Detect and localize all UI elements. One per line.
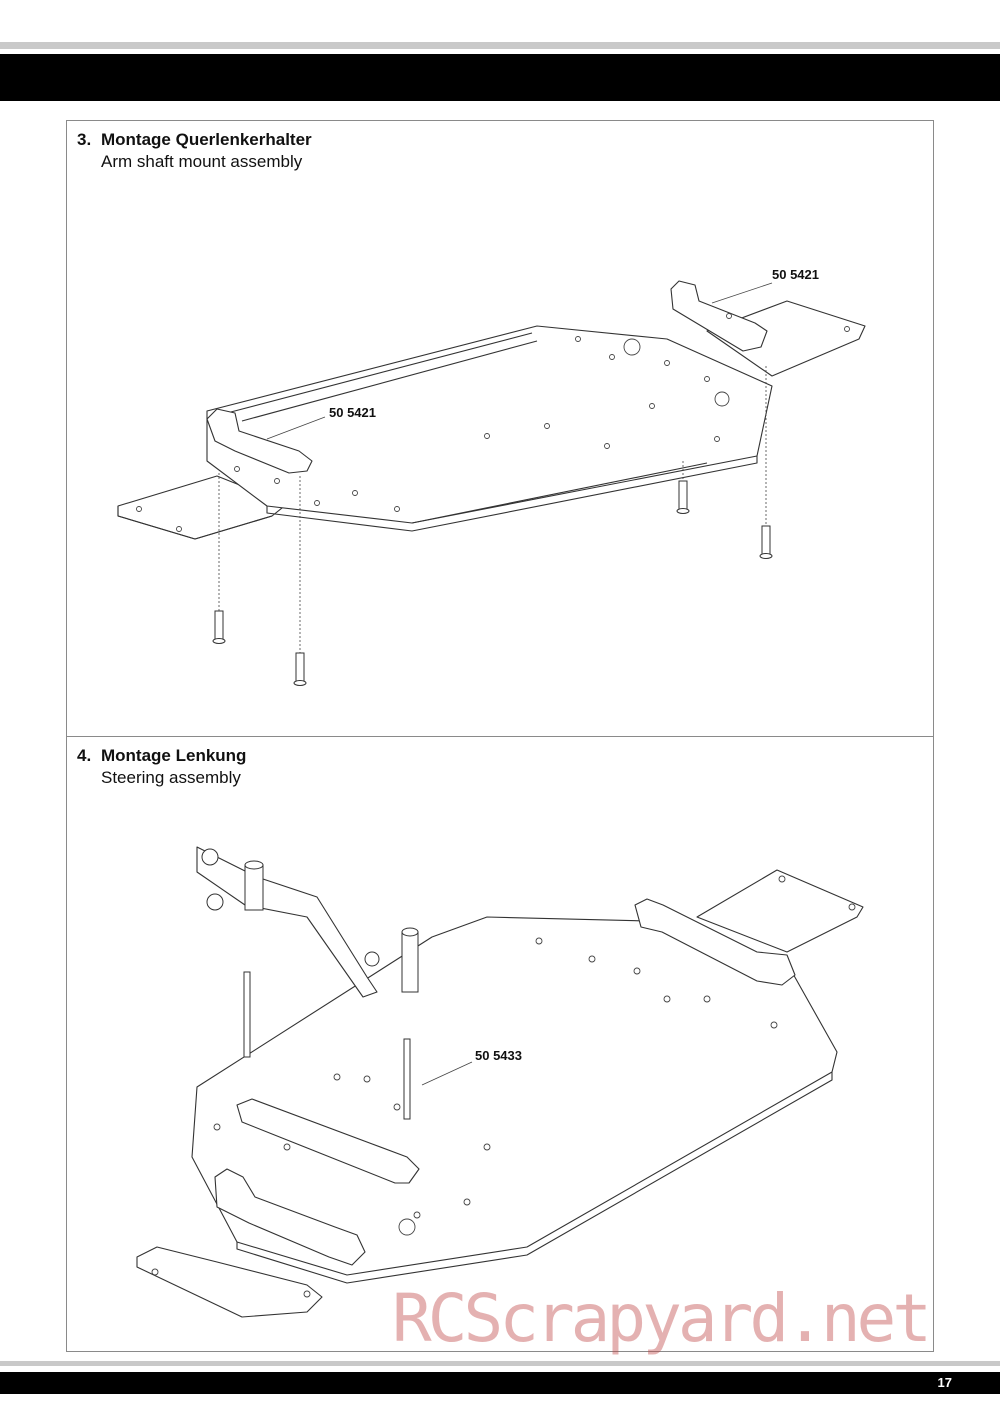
chassis-front-plate [696, 869, 864, 953]
watermark: RCScrapyard.net [392, 1280, 932, 1357]
steering-bellcrank [196, 846, 378, 998]
chassis-diagram-2: 50 5433 [136, 846, 864, 1318]
part-label-50-5433: 50 5433 [475, 1048, 522, 1063]
step-3-title-de: Montage Querlenkerhalter [101, 130, 312, 149]
header-rule [0, 42, 1000, 49]
steering-shaft-1 [243, 971, 251, 1058]
footer-band [0, 1372, 1000, 1394]
step-4-title-de: Montage Lenkung [101, 746, 247, 765]
ball-stud-2 [206, 893, 224, 911]
step-3-number: 3. [77, 130, 92, 149]
rear-arm-mount [206, 408, 313, 474]
step-4-panel: 4. Montage Lenkung Steering assembly [66, 736, 934, 1352]
steering-shaft-2 [403, 1038, 411, 1120]
ball-stud-1 [201, 848, 219, 866]
screw-4 [761, 525, 771, 555]
step-4-number: 4. [77, 746, 92, 765]
step-3-panel: 3. Montage Querlenkerhalter Arm shaft mou… [66, 120, 934, 737]
ball-stud-3 [364, 951, 380, 967]
step-4-heading: 4. Montage Lenkung Steering assembly [77, 745, 246, 789]
chassis-diagram-1: 50 5421 50 5421 [117, 267, 866, 686]
steering-post-1 [244, 864, 264, 911]
front-arm-mount [670, 280, 768, 352]
step-3-title-en: Arm shaft mount assembly [101, 152, 303, 171]
page-number: 17 [937, 1375, 952, 1390]
front-arm-mount [634, 898, 796, 986]
chassis-rear-plate [136, 1246, 323, 1318]
step-3-heading: 3. Montage Querlenkerhalter Arm shaft mou… [77, 129, 312, 173]
screw-2 [295, 652, 305, 682]
step-4-title-en: Steering assembly [101, 768, 241, 787]
rear-arm-mount [214, 1168, 366, 1266]
screw-1 [214, 610, 224, 640]
footer-rule [0, 1361, 1000, 1366]
part-label-50-5421-rear: 50 5421 [329, 405, 376, 420]
screw-3 [678, 480, 688, 510]
header-band [0, 54, 1000, 101]
steering-drag-link [236, 1098, 420, 1184]
part-label-50-5421-front: 50 5421 [772, 267, 819, 282]
steering-post-2 [401, 931, 419, 993]
